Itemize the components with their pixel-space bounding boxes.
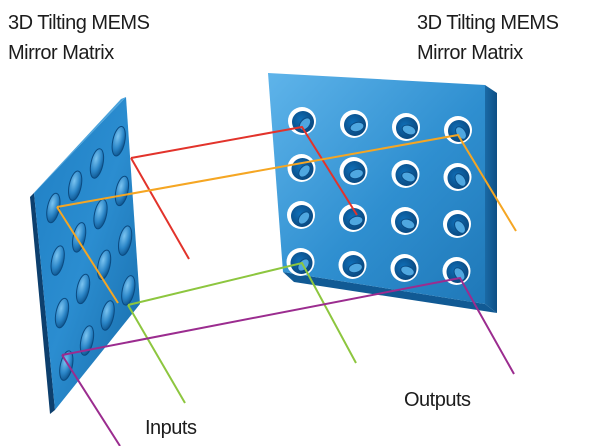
output-mirror bbox=[390, 254, 419, 282]
input-mirror bbox=[68, 170, 83, 201]
output-mirror bbox=[288, 107, 316, 135]
beam-orange-tail bbox=[56, 206, 119, 304]
right-title-line2: Mirror Matrix bbox=[417, 42, 523, 64]
output-mirror bbox=[391, 207, 419, 235]
output-mirror bbox=[443, 210, 471, 238]
outputs-label: Outputs bbox=[404, 389, 471, 411]
beam-green bbox=[127, 261, 357, 364]
input-mirror bbox=[117, 225, 133, 256]
left-panel-edge bbox=[30, 193, 55, 414]
output-mirror bbox=[392, 113, 420, 141]
right-title-line1: 3D Tilting MEMS bbox=[417, 12, 559, 34]
output-mirror bbox=[286, 248, 315, 276]
left-title-line2: Mirror Matrix bbox=[8, 42, 114, 64]
input-mirror bbox=[50, 245, 65, 276]
beam-red-tail bbox=[130, 157, 190, 260]
right-mirror-panel bbox=[268, 73, 497, 313]
left-mirror-panel bbox=[30, 97, 140, 414]
left-panel-title: 3D Tilting MEMS Mirror Matrix bbox=[8, 8, 150, 68]
output-mirror bbox=[391, 160, 420, 188]
output-mirror bbox=[340, 110, 368, 138]
input-mirror bbox=[54, 297, 70, 329]
output-mirror bbox=[287, 154, 316, 182]
output-mirror bbox=[339, 157, 368, 185]
beam-purple bbox=[61, 276, 515, 375]
beam-purple-tail bbox=[61, 354, 121, 446]
input-mirror bbox=[100, 300, 115, 331]
input-mirror bbox=[96, 249, 112, 281]
beam-orange bbox=[56, 133, 517, 232]
left-title-line1: 3D Tilting MEMS bbox=[8, 12, 150, 34]
input-mirror bbox=[71, 222, 87, 253]
right-panel-side bbox=[485, 85, 497, 313]
input-mirror bbox=[79, 325, 95, 356]
light-beams bbox=[56, 125, 517, 446]
beam-green-tail bbox=[127, 304, 186, 404]
output-mirror bbox=[338, 251, 367, 279]
output-mirror bbox=[443, 163, 472, 191]
input-mirror bbox=[111, 125, 126, 157]
output-mirror bbox=[444, 116, 472, 144]
right-panel-mirrors bbox=[286, 107, 472, 285]
input-mirror bbox=[114, 175, 130, 207]
beam-red bbox=[130, 125, 358, 216]
left-panel-mirrors bbox=[46, 125, 136, 381]
right-panel-title: 3D Tilting MEMS Mirror Matrix bbox=[417, 8, 559, 68]
output-mirror bbox=[442, 257, 471, 285]
left-panel-top-edge bbox=[30, 97, 126, 197]
input-mirror bbox=[89, 148, 105, 179]
inputs-label: Inputs bbox=[145, 417, 197, 439]
right-panel-face bbox=[268, 73, 485, 304]
input-mirror bbox=[121, 275, 136, 306]
output-mirror bbox=[339, 204, 367, 232]
output-mirror bbox=[287, 201, 315, 229]
input-mirror bbox=[75, 273, 91, 305]
